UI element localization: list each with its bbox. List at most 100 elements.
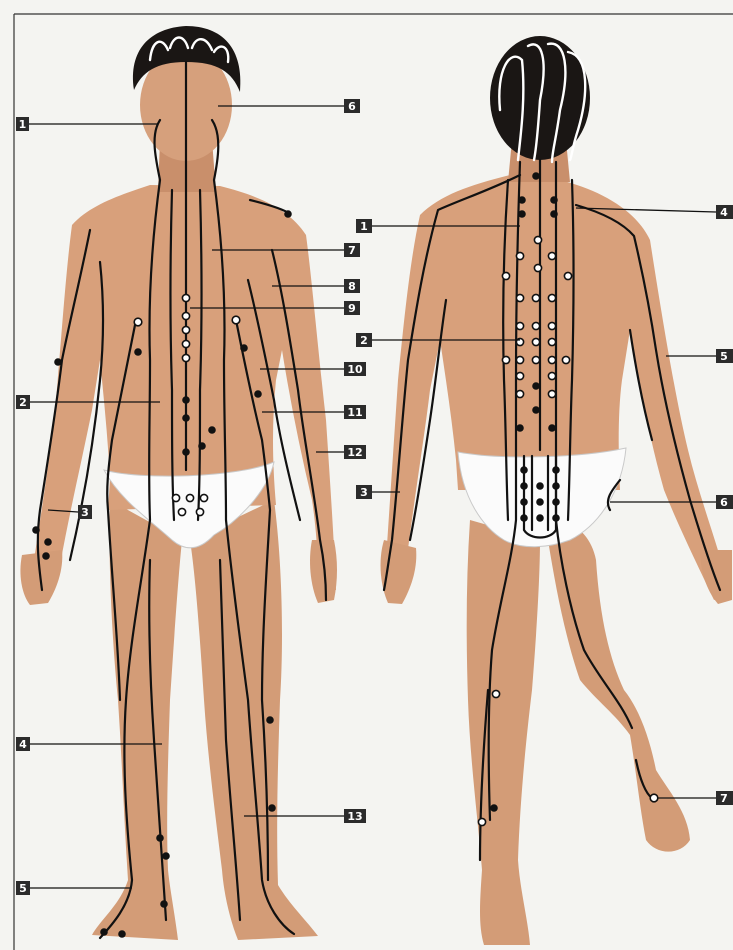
acupoint <box>516 372 523 379</box>
label-front-12: 12 <box>344 445 366 459</box>
acupoint <box>198 442 206 450</box>
acupoint <box>182 414 190 422</box>
acupoint <box>520 466 528 474</box>
acupoint <box>564 272 571 279</box>
label-front-7-text: 7 <box>348 244 356 257</box>
label-back-6: 6 <box>716 495 733 509</box>
acupoint <box>548 294 555 301</box>
acupoint <box>548 424 556 432</box>
acupoint <box>518 210 526 218</box>
label-back-1-text: 1 <box>360 220 368 233</box>
acupoint <box>134 348 142 356</box>
acupoint <box>520 482 528 490</box>
acupoint <box>520 514 528 522</box>
acupoint <box>534 264 541 271</box>
acupoint <box>516 356 523 363</box>
acupoint <box>186 494 193 501</box>
label-front-5: 5 <box>16 881 30 895</box>
label-back-6-text: 6 <box>720 496 728 509</box>
acupoint <box>134 318 142 326</box>
acupoint <box>548 338 555 345</box>
acupoint <box>532 406 540 414</box>
acupoint <box>160 900 168 908</box>
label-back-4: 4 <box>716 205 733 219</box>
front-left-leg <box>92 500 182 940</box>
acupoint <box>536 498 544 506</box>
acupoint <box>516 390 523 397</box>
label-front-2-text: 2 <box>19 396 27 409</box>
label-front-12-text: 12 <box>347 446 362 459</box>
acupoint <box>516 424 524 432</box>
label-back-5: 5 <box>716 349 733 363</box>
acupoint <box>552 482 560 490</box>
acupoint <box>284 210 292 218</box>
front-body <box>20 26 337 940</box>
acupoint <box>518 196 526 204</box>
acupoint <box>548 322 555 329</box>
acupoint <box>532 294 539 301</box>
label-front-3: 3 <box>78 505 92 519</box>
label-back-2-text: 2 <box>360 334 368 347</box>
acupoint <box>550 210 558 218</box>
acupoint <box>182 354 189 361</box>
label-back-1: 1 <box>356 219 372 233</box>
label-front-11: 11 <box>344 405 366 419</box>
acupoint <box>268 804 276 812</box>
label-front-4: 4 <box>16 737 30 751</box>
acupoint <box>100 928 108 936</box>
acupoint <box>532 172 540 180</box>
acupoint <box>502 272 509 279</box>
acupoint <box>266 716 274 724</box>
acupoint <box>552 514 560 522</box>
label-front-3-text: 3 <box>81 506 89 519</box>
label-front-6-text: 6 <box>348 100 356 113</box>
acupoint <box>182 294 189 301</box>
back-lifted-leg <box>548 520 690 852</box>
acupoint <box>172 494 179 501</box>
acupoint <box>548 390 555 397</box>
front-right-leg <box>190 500 318 940</box>
acupoint <box>156 834 164 842</box>
back-standing-leg <box>467 520 540 945</box>
acupoint <box>240 344 248 352</box>
acupoint <box>532 356 539 363</box>
label-back-5-text: 5 <box>720 350 728 363</box>
acupoint <box>254 390 262 398</box>
acupoint <box>182 326 189 333</box>
acupoint <box>516 322 523 329</box>
acupoint <box>534 236 541 243</box>
acupoint <box>536 482 544 490</box>
acupoint <box>182 448 190 456</box>
acupoint <box>42 552 50 560</box>
acupoint <box>492 690 499 697</box>
label-front-1-text: 1 <box>19 118 27 131</box>
acupoint <box>548 372 555 379</box>
acupoint <box>550 196 558 204</box>
label-front-8-text: 8 <box>348 280 356 293</box>
label-front-5-text: 5 <box>19 882 27 895</box>
acupoint <box>182 312 189 319</box>
label-front-13-text: 13 <box>347 810 362 823</box>
acupoint <box>44 538 52 546</box>
label-front-1: 1 <box>16 117 29 131</box>
acupoint <box>182 396 190 404</box>
acupoint <box>32 526 40 534</box>
acupoint <box>232 316 240 324</box>
acupoint <box>196 508 203 515</box>
acupoint <box>178 508 185 515</box>
label-back-7: 7 <box>716 791 733 805</box>
acupoint <box>532 322 539 329</box>
acupoint <box>200 494 207 501</box>
acupoint <box>162 852 170 860</box>
front-right-hand <box>310 540 337 603</box>
acupoint <box>532 338 539 345</box>
label-back-4-text: 4 <box>720 206 728 219</box>
label-front-10: 10 <box>344 362 366 376</box>
acupoint <box>532 382 540 390</box>
label-front-4-text: 4 <box>19 738 27 751</box>
label-front-13: 13 <box>344 809 366 823</box>
label-back-3: 3 <box>356 485 372 499</box>
label-front-7: 7 <box>344 243 360 257</box>
